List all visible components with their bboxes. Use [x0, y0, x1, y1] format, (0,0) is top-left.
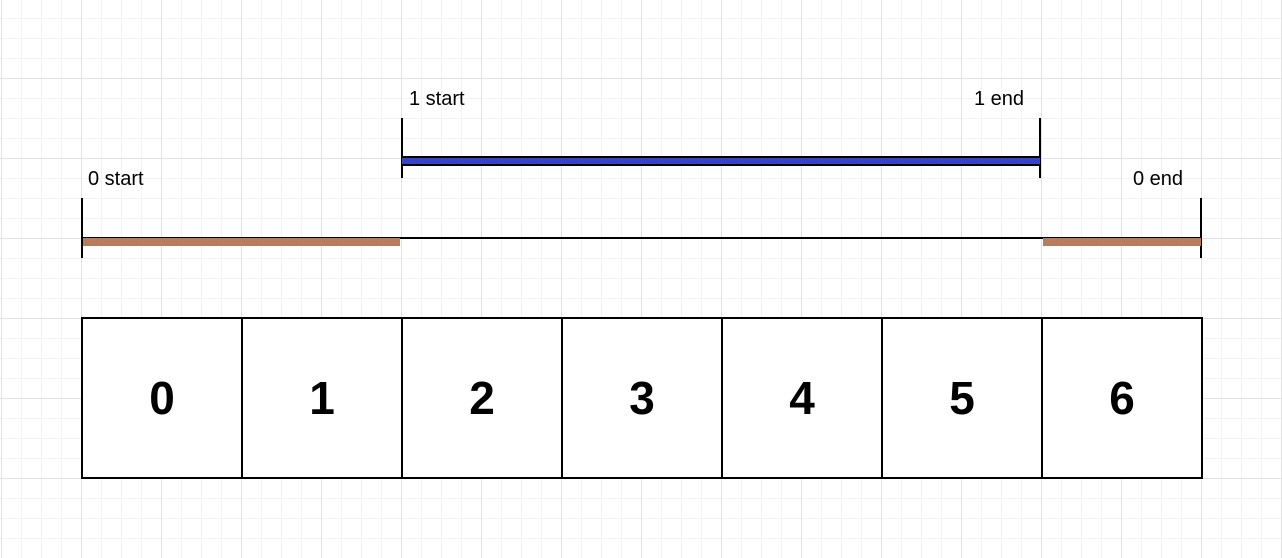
index-cell: 3 — [563, 319, 723, 477]
index-cell: 1 — [243, 319, 403, 477]
index-cell: 0 — [83, 319, 243, 477]
index-cell: 4 — [723, 319, 883, 477]
index-cells: 0 1 2 3 4 5 6 — [81, 317, 1203, 479]
range1-bar — [402, 156, 1040, 166]
range0-segment-right — [1043, 238, 1201, 246]
range1-start-label: 1 start — [409, 88, 465, 110]
range0-start-tick — [81, 198, 83, 258]
range0-start-label: 0 start — [88, 168, 144, 190]
range0-end-label: 0 end — [1133, 168, 1184, 190]
range0-end-tick — [1200, 198, 1202, 258]
range1-end-label: 1 end — [974, 88, 1025, 110]
range1-end-tick — [1039, 118, 1041, 178]
range0-baseline — [82, 237, 1202, 239]
range1-bar-fill — [402, 158, 1040, 164]
range0-segment-left — [83, 238, 400, 246]
index-cell: 2 — [403, 319, 563, 477]
index-cell: 6 — [1109, 372, 1135, 424]
range1-start-tick — [401, 118, 403, 178]
index-cell: 5 — [883, 319, 1043, 477]
